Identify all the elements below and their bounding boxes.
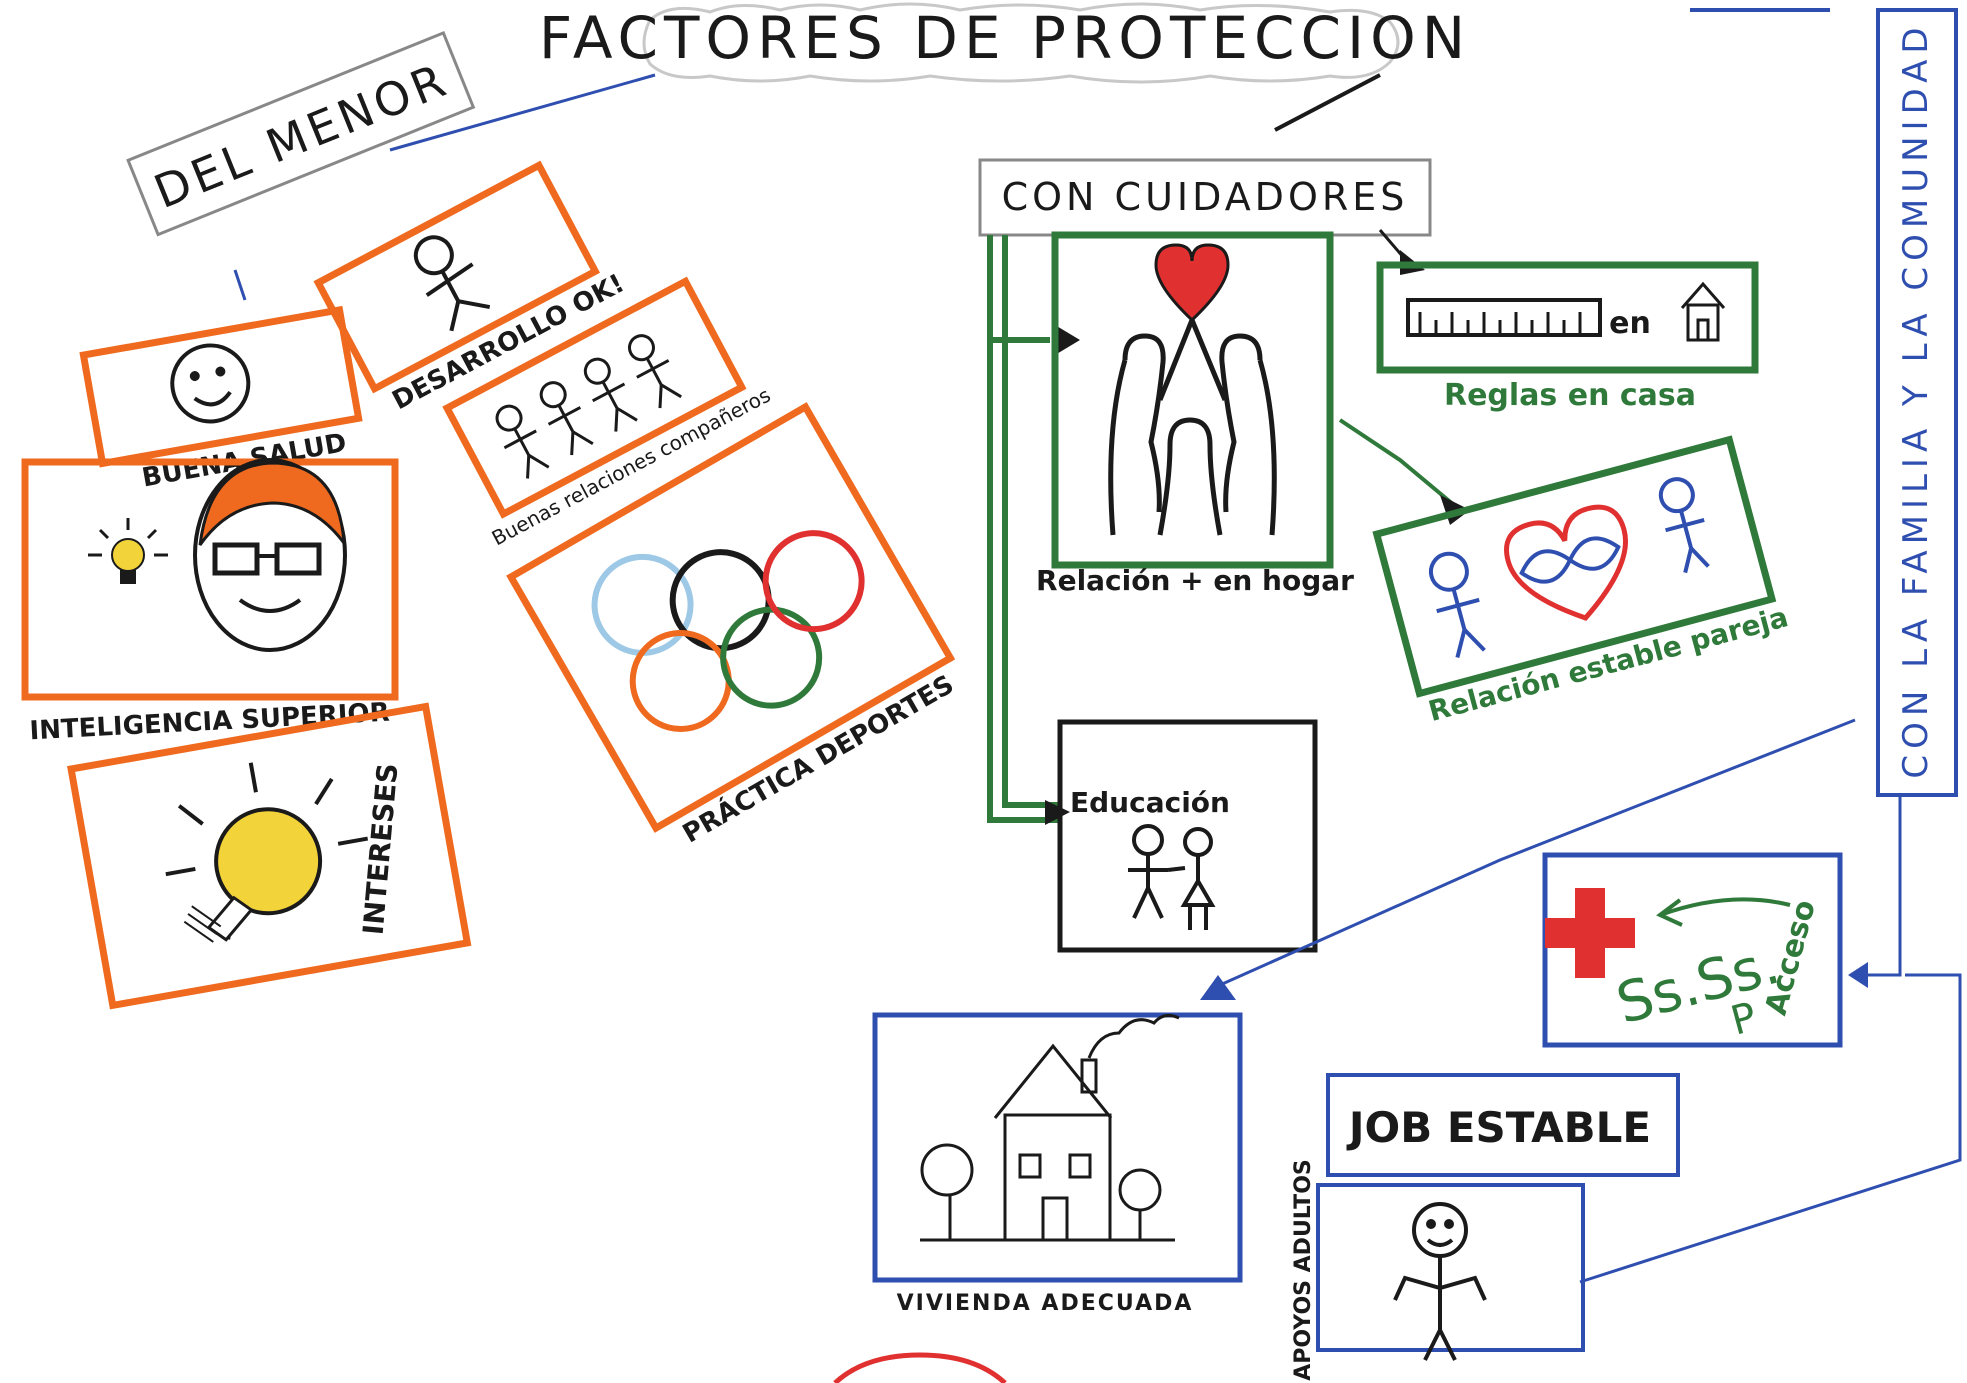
stick-figure-running-icon xyxy=(413,235,491,332)
apoyos-label: APOYOS ADULTOS xyxy=(1291,1159,1316,1381)
family-heart-icon xyxy=(1108,243,1277,536)
pareja-connector xyxy=(1338,418,1462,512)
small-lightbulb-icon xyxy=(88,518,168,584)
intereses-label: INTERESES xyxy=(357,762,405,936)
familia-connector-to-vivienda xyxy=(1219,718,1856,987)
con-familia-header-box xyxy=(1876,8,1958,797)
desarrollo-card xyxy=(313,160,601,394)
familia-connector-to-job xyxy=(1579,973,1962,1284)
reglas-label: Reglas en casa xyxy=(1444,378,1696,413)
arrow-to-cross-icon xyxy=(1656,897,1791,927)
vivienda-card xyxy=(872,1012,1243,1283)
inteligencia-card xyxy=(21,458,399,701)
arrow-to-hogar-icon xyxy=(1055,325,1080,355)
cuidadores-connector xyxy=(987,235,1060,823)
ssss-card xyxy=(1542,852,1843,1048)
familia-connector-to-ssss xyxy=(1855,795,1902,977)
title-group: FACTORES DE PROTECCION xyxy=(539,2,1471,84)
glasses-face-icon xyxy=(193,458,347,652)
arrow-to-ssss-icon xyxy=(1848,962,1868,988)
con-cuidadores-header: CON CUIDADORES xyxy=(1002,175,1409,219)
arrow-to-vivienda-icon xyxy=(1200,975,1236,1000)
intereses-card xyxy=(67,702,472,1010)
hogar-card xyxy=(1051,231,1334,569)
del-menor-section: DEL MENOR BUENA SALUD DESARR xyxy=(21,31,959,1010)
olympic-rings-icon xyxy=(591,530,865,732)
educacion-card xyxy=(1057,719,1318,953)
del-menor-header-box xyxy=(126,31,476,237)
red-cross-icon xyxy=(1545,888,1635,978)
reglas-en-text: en xyxy=(1609,306,1651,341)
house-small-icon xyxy=(1680,281,1726,342)
relaciones-label: Buenas relaciones compañeros xyxy=(488,383,775,551)
hogar-label: Relación + en hogar xyxy=(1036,564,1354,597)
job-card xyxy=(1326,1073,1680,1177)
ruler-icon xyxy=(1406,298,1602,337)
parent-child-icon xyxy=(1128,824,1216,930)
smiley-face-icon xyxy=(170,343,251,424)
deportes-label: PRÁCTICA DEPORTES xyxy=(677,668,959,849)
educacion-label: Educación xyxy=(1070,786,1230,819)
relaciones-card xyxy=(442,276,747,519)
big-lightbulb-icon xyxy=(165,762,369,943)
reglas-card xyxy=(1376,261,1759,374)
con-cuidadores-section: CON CUIDADORES Relación + en hogar xyxy=(978,158,1792,953)
desarrollo-label: DESARROLLO OK! xyxy=(388,269,630,417)
con-familia-header: CON LA FAMILIA Y LA COMUNIDAD xyxy=(1896,21,1936,778)
title-cloud xyxy=(642,2,1400,84)
title-connector-left xyxy=(389,73,656,152)
red-circle-fragment xyxy=(833,1352,1007,1383)
deportes-card xyxy=(506,402,956,833)
del-menor-connector xyxy=(233,269,247,301)
buena-salud-card xyxy=(79,305,363,468)
title-connector-middle xyxy=(1274,73,1381,132)
title-text: FACTORES DE PROTECCION xyxy=(539,4,1471,72)
apoyos-card xyxy=(1316,1183,1585,1352)
job-label: JOB ESTABLE xyxy=(1346,1103,1651,1152)
house-with-trees-icon xyxy=(920,1013,1180,1242)
adult-stick-figure-icon xyxy=(1393,1202,1487,1361)
group-of-friends-icon xyxy=(495,334,682,479)
pareja-card xyxy=(1372,435,1777,698)
pareja-label: Relación estable pareja xyxy=(1425,600,1792,728)
couple-heart-icon xyxy=(1428,477,1710,658)
vivienda-label: VIVIENDA ADECUADA xyxy=(897,1291,1194,1316)
ssss-label: Ss.Ss. xyxy=(1610,932,1786,1038)
